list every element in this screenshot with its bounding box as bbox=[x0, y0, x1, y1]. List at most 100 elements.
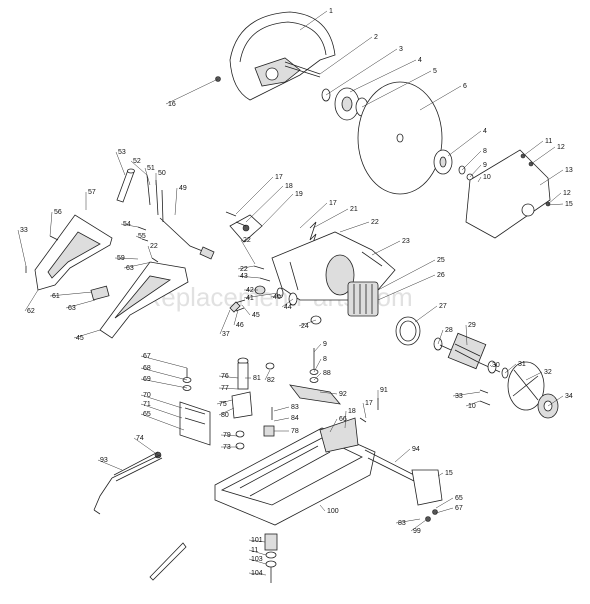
part-number-label: 17 bbox=[275, 174, 283, 181]
part-number-label: 71 bbox=[143, 401, 151, 408]
stop-block bbox=[263, 425, 275, 437]
leader-line bbox=[120, 223, 139, 228]
leader-line bbox=[140, 355, 188, 369]
handle-housing-left bbox=[34, 214, 113, 291]
part-number-label: 1 bbox=[329, 8, 333, 15]
part-number-label: 83 bbox=[291, 404, 299, 411]
part-number-label: 77 bbox=[221, 385, 229, 392]
handle-housing-right bbox=[99, 261, 189, 339]
part-number-label: 56 bbox=[54, 209, 62, 216]
part-number-label: 55 bbox=[138, 233, 146, 240]
part-number-label: 100 bbox=[327, 508, 339, 515]
leader-line bbox=[313, 358, 322, 373]
end-bracket bbox=[411, 469, 443, 506]
part-number-label: 4 bbox=[418, 57, 422, 64]
wrench bbox=[149, 542, 187, 581]
leader-line bbox=[377, 274, 436, 301]
part-number-label: 44 bbox=[284, 304, 292, 311]
leader-line bbox=[344, 410, 347, 429]
part-number-label: 33 bbox=[20, 227, 28, 234]
leader-line bbox=[281, 298, 294, 308]
part-number-label: 65 bbox=[455, 495, 463, 502]
leader-line bbox=[419, 85, 462, 111]
leader-line bbox=[469, 164, 482, 178]
leader-line bbox=[17, 229, 27, 267]
part-number-label: 46 bbox=[236, 322, 244, 329]
leader-line bbox=[452, 391, 481, 397]
part-number-label: 52 bbox=[133, 158, 141, 165]
leader-line bbox=[435, 497, 454, 509]
leader-line bbox=[218, 387, 239, 390]
part-number-label: 10 bbox=[483, 174, 491, 181]
leader-line bbox=[273, 406, 290, 412]
part-number-label: 92 bbox=[339, 391, 347, 398]
leader-line bbox=[547, 203, 564, 206]
leader-line bbox=[147, 245, 153, 259]
part-number-label: 61 bbox=[52, 293, 60, 300]
part-number-label: 79 bbox=[223, 432, 231, 439]
part-number-label: 22 bbox=[371, 219, 379, 226]
part-number-label: 12 bbox=[557, 144, 565, 151]
leader-line bbox=[437, 329, 444, 345]
leader-line bbox=[219, 309, 231, 335]
leader-line bbox=[218, 407, 235, 416]
part-number-label: 8 bbox=[483, 148, 487, 155]
part-number-label: 63 bbox=[68, 305, 76, 312]
end-cap bbox=[507, 361, 545, 411]
part-number-label: 41 bbox=[246, 295, 254, 302]
handle-grip bbox=[116, 168, 135, 203]
part-number-label: 69 bbox=[143, 376, 151, 383]
part-number-label: 84 bbox=[291, 415, 299, 422]
leader-line bbox=[371, 240, 401, 256]
leader-line bbox=[299, 10, 328, 31]
leader-line bbox=[237, 275, 261, 279]
leader-line bbox=[140, 367, 188, 381]
part-number-label: 4 bbox=[483, 128, 487, 135]
leader-line bbox=[477, 176, 482, 183]
leader-line bbox=[414, 305, 438, 323]
part-number-label: 67 bbox=[455, 505, 463, 512]
baffle bbox=[395, 316, 421, 346]
part-number-label: 80 bbox=[221, 412, 229, 419]
leader-line bbox=[547, 395, 564, 407]
part-number-label: 29 bbox=[468, 322, 476, 329]
part-number-label: 101 bbox=[251, 537, 263, 544]
part-number-label: 9 bbox=[483, 162, 487, 169]
leader-line bbox=[237, 265, 255, 270]
part-number-label: 82 bbox=[267, 377, 275, 384]
lower-guard bbox=[465, 149, 551, 239]
leader-line bbox=[243, 292, 279, 299]
part-number-label: 25 bbox=[437, 257, 445, 264]
part-number-label: 68 bbox=[143, 365, 151, 372]
leader-line bbox=[140, 413, 185, 431]
leader-line bbox=[525, 371, 543, 381]
leader-line bbox=[339, 221, 370, 233]
part-number-label: 53 bbox=[118, 149, 126, 156]
part-number-label: 57 bbox=[88, 189, 96, 196]
leader-line bbox=[248, 539, 266, 543]
leader-line bbox=[298, 319, 317, 327]
part-number-label: 11 bbox=[545, 138, 552, 145]
leader-line bbox=[394, 448, 411, 463]
pivot-bracket bbox=[231, 357, 253, 419]
leader-line bbox=[313, 343, 322, 353]
part-number-label: 88 bbox=[323, 370, 331, 377]
part-number-label: 17 bbox=[329, 200, 337, 207]
screw bbox=[225, 211, 247, 227]
part-number-label: 6 bbox=[463, 83, 467, 90]
base-plate bbox=[214, 417, 376, 526]
part-number-label: 22 bbox=[243, 237, 251, 244]
part-number-label: 99 bbox=[413, 528, 421, 535]
leader-line bbox=[349, 59, 417, 93]
part-number-label: 81 bbox=[253, 375, 261, 382]
part-number-label: 24 bbox=[301, 323, 309, 330]
nut bbox=[432, 509, 438, 515]
leader-line bbox=[522, 140, 544, 157]
part-number-label: 34 bbox=[565, 393, 573, 400]
part-number-label: 104 bbox=[251, 570, 263, 577]
leader-line bbox=[465, 324, 468, 346]
leader-line bbox=[114, 257, 139, 260]
fence-rod bbox=[364, 449, 421, 485]
vise-jaw bbox=[179, 401, 211, 446]
